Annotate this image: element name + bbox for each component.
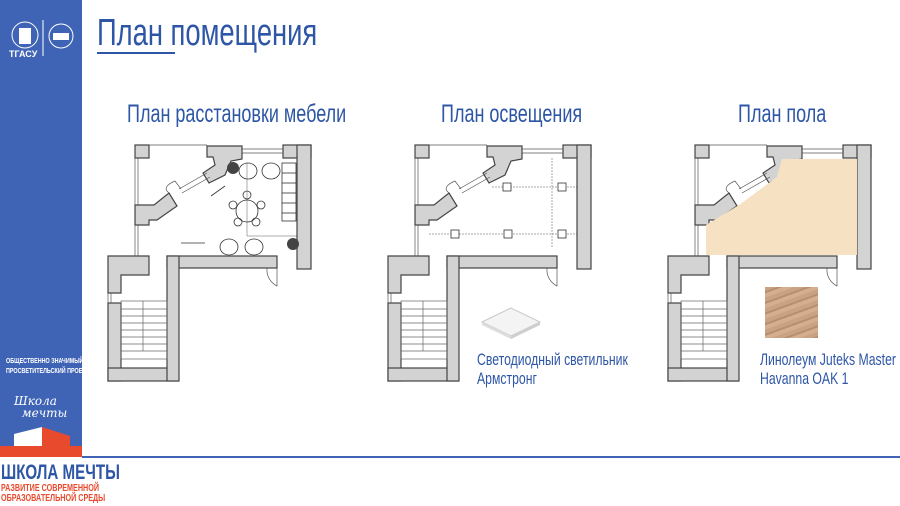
armchair	[261, 162, 281, 180]
logo-text: ТГАСУ	[9, 49, 38, 59]
linoleum-area	[706, 159, 857, 255]
light-fixture-icon	[503, 229, 513, 239]
footer-brand: ШКОЛА МЕЧТЫ	[1, 461, 120, 484]
armchair	[219, 238, 239, 256]
light-fixture-icon	[502, 182, 512, 192]
led-panel-image	[480, 307, 542, 339]
armchair	[244, 238, 264, 256]
light-fixture-icon	[557, 182, 567, 192]
furniture	[181, 162, 297, 256]
light-fixture-icon	[557, 229, 567, 239]
title-underline	[97, 52, 175, 54]
armchair	[238, 162, 258, 180]
light-fixtures	[450, 182, 567, 239]
furniture-plan	[107, 144, 312, 382]
floor-plan-title: План пола	[738, 100, 827, 128]
footer-divider	[82, 456, 900, 458]
university-logo	[11, 20, 74, 56]
lighting-plan	[387, 144, 592, 382]
plant-icon	[287, 238, 299, 250]
plant-icon	[227, 162, 239, 174]
school-dream-logo: Школа мечты	[14, 394, 68, 420]
floor-plan	[667, 144, 872, 382]
house-logo-icon	[0, 427, 82, 457]
lighting-plan-title: План освещения	[441, 100, 583, 128]
light-fixture-icon	[450, 229, 460, 239]
furniture-plan-title: План расстановки мебели	[127, 100, 347, 128]
page-title: План помещения	[97, 12, 318, 54]
linoleum-sample-image	[765, 287, 818, 338]
shelf	[281, 162, 297, 222]
